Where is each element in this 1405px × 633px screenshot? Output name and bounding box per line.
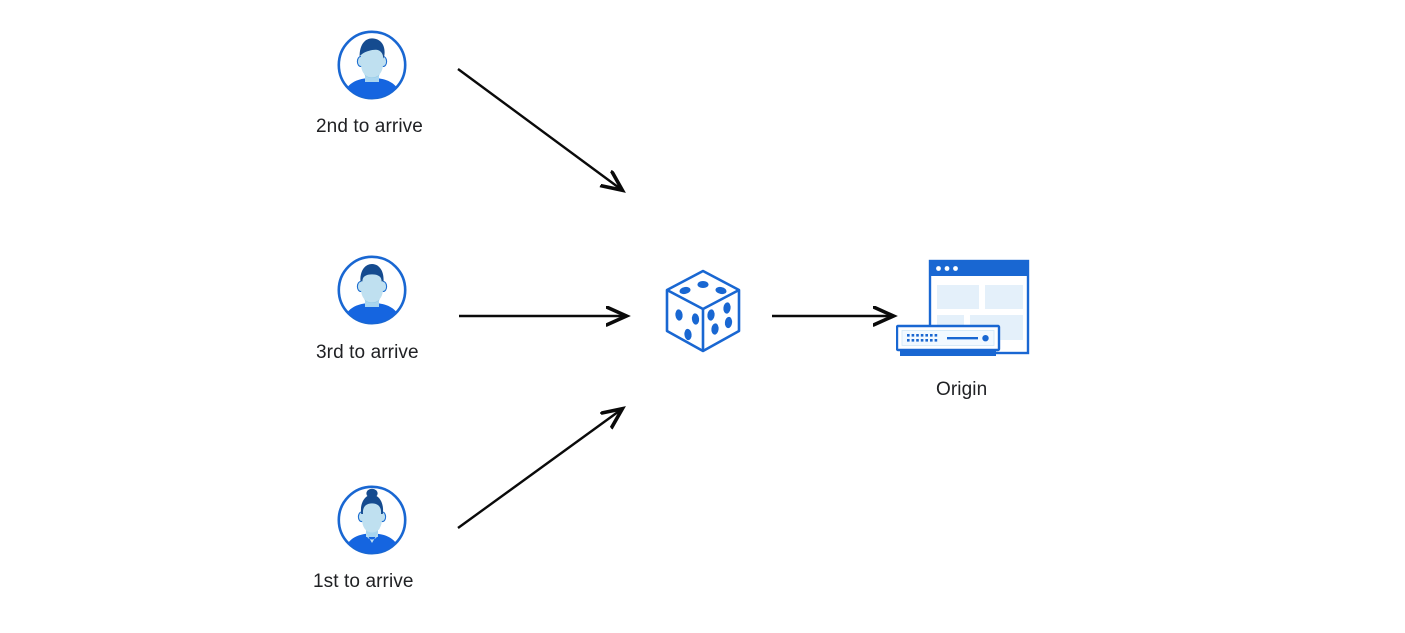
arrow-2nd-to-randomizer — [457, 68, 622, 190]
user-avatar-female-icon — [335, 483, 409, 557]
origin-server-browser-icon — [896, 258, 1032, 363]
user-avatar-male-icon — [335, 28, 409, 102]
dice-cube-icon — [663, 268, 743, 354]
client-label-1st: 1st to arrive — [313, 571, 414, 592]
server-appliance-icon — [896, 324, 1001, 356]
user-avatar-male-icon — [335, 253, 409, 327]
arrow-1st-to-randomizer — [457, 409, 622, 529]
client-label-3rd: 3rd to arrive — [316, 342, 419, 363]
origin-label: Origin — [936, 379, 988, 400]
client-label-2nd: 2nd to arrive — [316, 116, 423, 137]
